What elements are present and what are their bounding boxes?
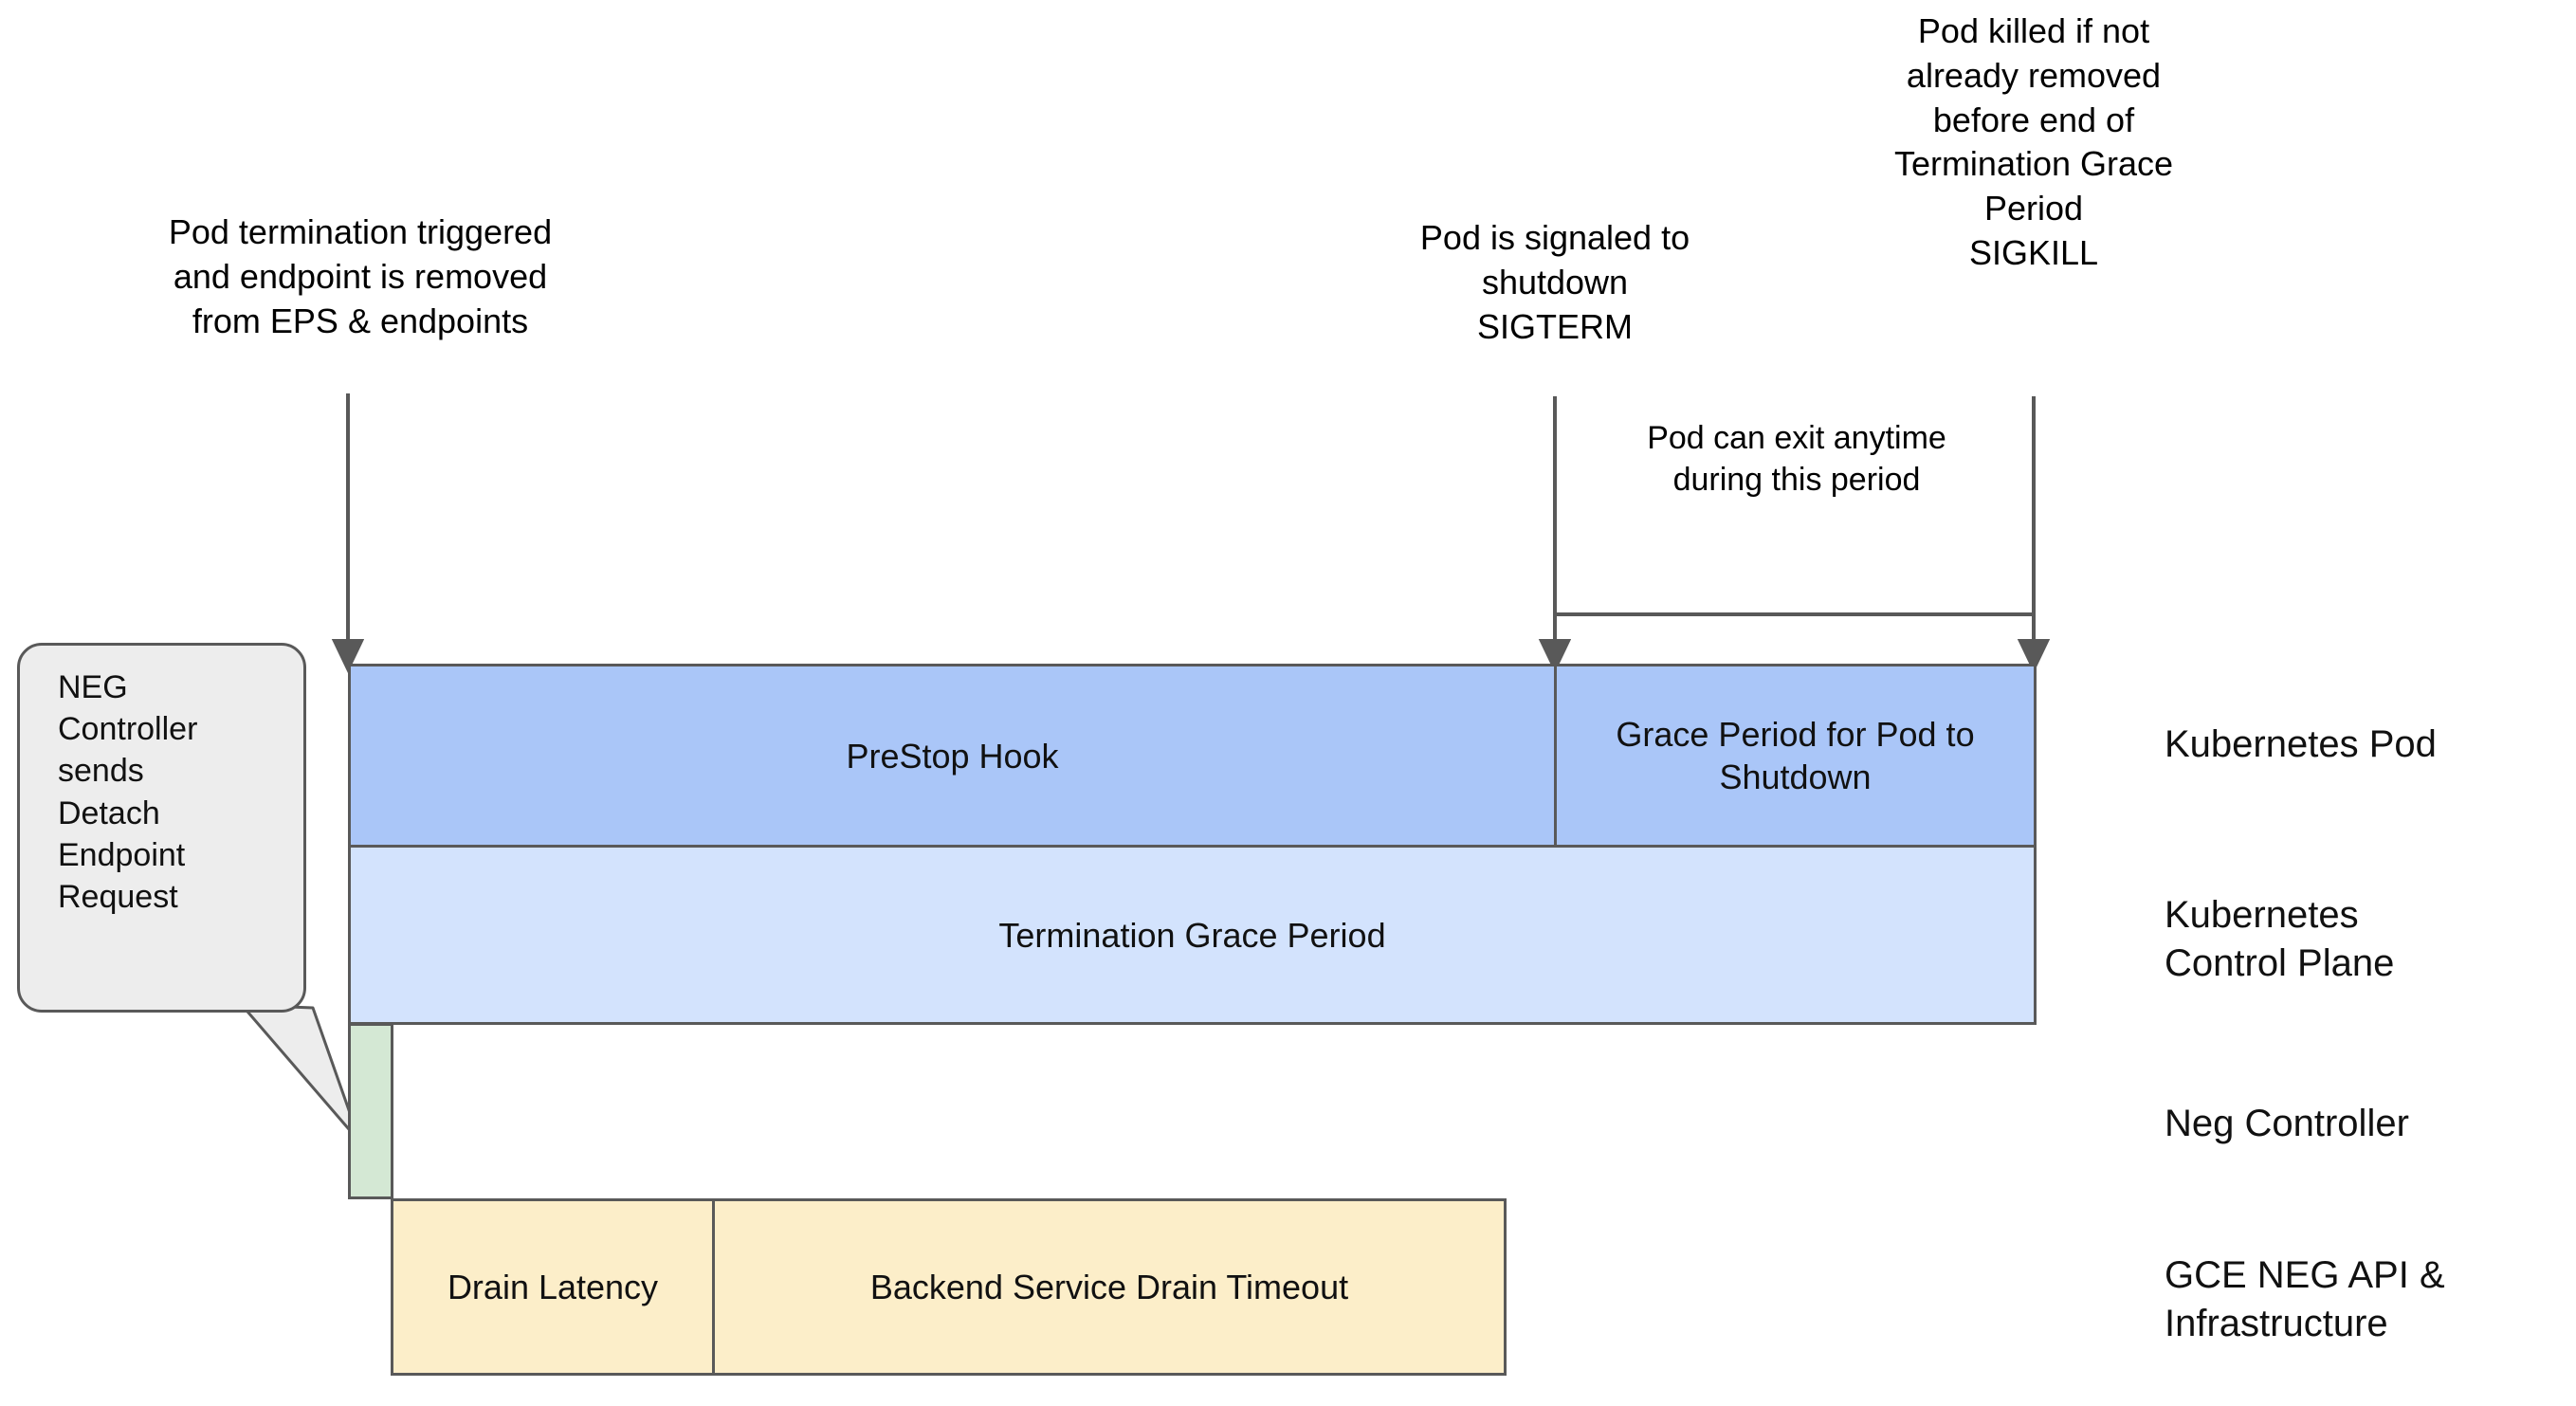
bar-grace-period-shutdown[interactable]: Grace Period for Pod to Shutdown: [1554, 664, 2037, 848]
bar-backend-service-drain-timeout[interactable]: Backend Service Drain Timeout: [712, 1198, 1507, 1376]
legend-gce-neg-api: GCE NEG API & Infrastructure: [2165, 1254, 2445, 1345]
bar-drain-latency[interactable]: Drain Latency: [391, 1198, 715, 1376]
bar-neg-controller[interactable]: [348, 1023, 393, 1199]
bar-termination-grace-period[interactable]: Termination Grace Period: [348, 845, 2037, 1025]
annotation-pod-can-exit-anytime: Pod can exit anytime during this period: [1647, 420, 1946, 499]
legend-neg-controller: Neg Controller: [2165, 1103, 2409, 1144]
annotation-pod-signaled-shutdown: Pod is signaled to shutdown SIGTERM: [1419, 218, 1690, 346]
annotation-pod-killed-sigkill: Pod killed if not already removed before…: [1893, 11, 2174, 272]
annotation-pod-termination-triggered: Pod termination triggered and endpoint i…: [168, 212, 553, 340]
callout-tail: [240, 1003, 362, 1144]
bar-prestop-hook[interactable]: PreStop Hook: [348, 664, 1557, 848]
callout-neg-controller-detach: NEG Controller sends Detach Endpoint Req…: [17, 643, 306, 1013]
legend-kubernetes-control-plane: Kubernetes Control Plane: [2165, 894, 2395, 985]
legend-kubernetes-pod: Kubernetes Pod: [2165, 723, 2437, 765]
